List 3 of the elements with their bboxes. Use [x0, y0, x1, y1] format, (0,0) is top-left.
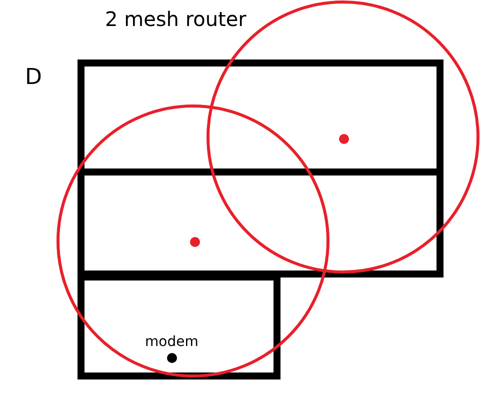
- room-label: D: [25, 67, 42, 89]
- modem-label: modem: [145, 335, 198, 349]
- title: 2 mesh router: [105, 9, 246, 29]
